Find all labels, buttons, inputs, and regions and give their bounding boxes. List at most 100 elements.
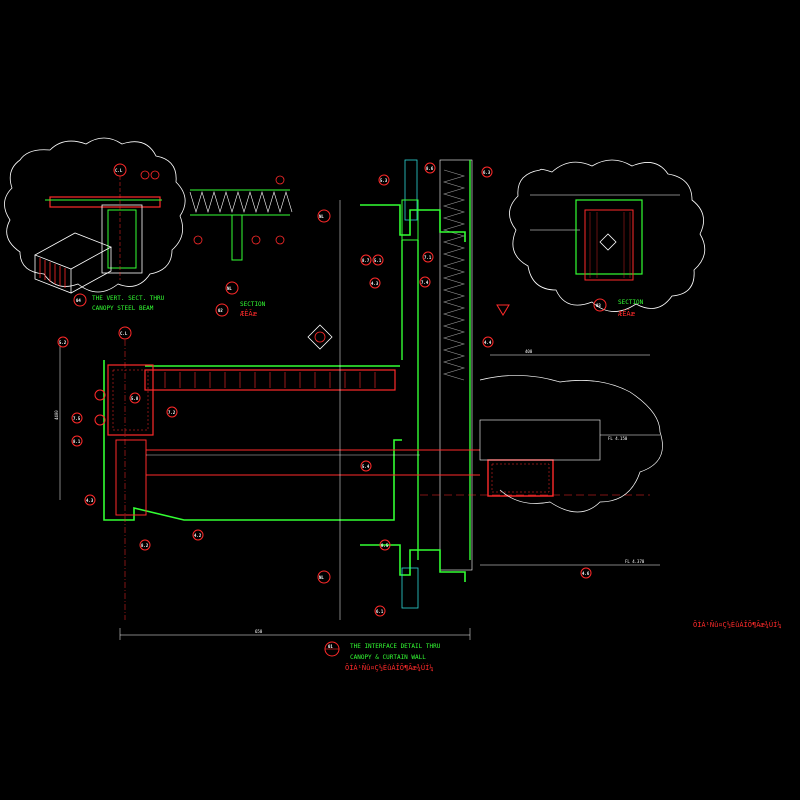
svg-text:7.5: 7.5 <box>73 416 81 421</box>
tag-4-5: 4.3 <box>84 494 96 506</box>
detail-04-title-bubble <box>73 293 87 307</box>
nl-marker-top-text: NL <box>319 214 324 219</box>
svg-text:4.4: 4.4 <box>484 340 492 345</box>
detail-04-title-line1: THE VERT. SECT. THRU <box>92 295 165 302</box>
detail-02-insulation <box>189 190 293 214</box>
detail-03-cloud-outline <box>509 159 706 312</box>
detail-02-nl-text: NL <box>227 286 232 291</box>
tag-7-4: 7.4 <box>419 276 431 288</box>
tag-5-1: 5.1 <box>372 254 384 266</box>
detail-03-title-bubble <box>593 298 607 312</box>
cl-marker-text: C.L <box>120 331 128 336</box>
dim-bottom-text: 650 <box>255 629 263 634</box>
svg-text:8.7: 8.7 <box>362 258 370 263</box>
tag-5-4: 5.4 <box>360 460 372 472</box>
detail-03-group: 03 SECTION ÆÊÃæ <box>509 159 706 318</box>
canopy-truss-beam <box>144 369 396 391</box>
tag-6-3: 6.3 <box>481 166 493 178</box>
svg-text:8.2: 8.2 <box>141 543 149 548</box>
detail-02-title: SECTION <box>240 301 266 308</box>
tag-8-2: 8.2 <box>139 539 151 551</box>
detail-02-title-num: 02 <box>218 308 223 313</box>
svg-text:8.1: 8.1 <box>73 439 81 444</box>
detail-03-title: SECTION <box>618 299 644 306</box>
detail-03-title-cn: ÆÊÃæ <box>618 309 636 318</box>
nl-marker-bottom-text: NL <box>319 575 324 580</box>
svg-text:6.1: 6.1 <box>376 609 384 614</box>
detail-04-title-line2: CANOPY STEEL BEAM <box>92 305 154 312</box>
elev2-text: FL 4.150 <box>608 436 628 441</box>
bolt-circle <box>94 389 106 401</box>
detail-03-frame <box>575 199 643 275</box>
tag-7-5: 7.5 <box>71 412 83 424</box>
nl-marker-bottom <box>317 570 331 584</box>
right-cloud-outline <box>479 375 663 513</box>
nl-marker-top <box>317 209 331 223</box>
detail-04-tag-circle <box>140 170 150 180</box>
bolt-circle <box>94 414 106 426</box>
section-arrow-marker <box>496 304 510 316</box>
sheet-caption-cn: ÕÌÁ¹Ñû¤Ç½ÈûÁÎÕ¶Ãæ¾ÚÍ¼ <box>693 620 782 629</box>
truss-cells <box>164 372 376 388</box>
tag-5-8: 5.8 <box>129 392 141 404</box>
detail-04-cloud-outline <box>4 137 186 293</box>
cl-marker <box>118 326 132 340</box>
svg-text:7.2: 7.2 <box>168 410 176 415</box>
detail-01-title-line2: CANOPY & CURTAIN WALL <box>350 654 426 661</box>
wall-panel <box>439 159 473 571</box>
tag-5-3: 5.3 <box>378 174 390 186</box>
tag-5-2: 5.2 <box>57 336 69 348</box>
svg-text:4.3: 4.3 <box>371 281 379 286</box>
dim-left-text: 4400 <box>54 410 59 420</box>
dim-ref-text: 400 <box>525 349 533 354</box>
tag-4-3: 4.3 <box>369 277 381 289</box>
detail-02-stud <box>231 214 243 261</box>
transom-upper <box>360 204 466 242</box>
detail-01-title-group: 01 THE INTERFACE DETAIL THRU CANOPY & CU… <box>324 641 441 672</box>
svg-text:4.6: 4.6 <box>582 571 590 576</box>
detail-01-group: 650 4400 400 FL 4.370 FL 4.150 C.L NL NL <box>54 159 663 640</box>
tag-8-6: 8.6 <box>424 162 436 174</box>
svg-text:6.3: 6.3 <box>483 170 491 175</box>
svg-text:5.8: 5.8 <box>131 396 139 401</box>
detail-04-iso-box <box>34 232 112 294</box>
detail-03-core <box>584 209 634 281</box>
detail-02-nl-marker <box>225 281 239 295</box>
detail-04-group: C.L 04 THE VERT. SECT. THRU CANOPY STEEL… <box>4 137 186 312</box>
elev-text: FL 4.370 <box>625 559 645 564</box>
mullion-top <box>404 159 418 221</box>
svg-text:8.6: 8.6 <box>426 166 434 171</box>
svg-text:7.4: 7.4 <box>421 280 429 285</box>
canopy-soffit-outline <box>103 360 402 521</box>
detail-04-beam-plate <box>49 196 161 208</box>
canopy-column <box>107 364 154 436</box>
bracket-box <box>487 459 554 497</box>
wall-insulation <box>442 169 466 381</box>
svg-text:5.4: 5.4 <box>362 464 370 469</box>
svg-text:5.2: 5.2 <box>59 340 67 345</box>
detail-04-cl-text: C.L <box>115 168 123 173</box>
detail-02-title-bubble <box>215 303 229 317</box>
detail-02-title-cn: ÆÊÃæ <box>240 309 258 318</box>
svg-text:7.1: 7.1 <box>424 255 432 260</box>
tag-4-4: 4.4 <box>482 336 494 348</box>
detail-04-column-inner <box>107 209 137 269</box>
transom-lower <box>360 544 466 582</box>
detail-04-title-num: 04 <box>76 298 81 303</box>
svg-text:4.2: 4.2 <box>194 533 202 538</box>
tag-8-7: 8.7 <box>360 254 372 266</box>
tag-6-1: 6.1 <box>374 605 386 617</box>
svg-text:5.1: 5.1 <box>374 258 382 263</box>
tag-4-6: 4.6 <box>580 567 592 579</box>
detail-01-title-cn: ÕÌÁ¹Ñû¤Ç½ÈûÁÎÕ¶Ãæ¾ÚÍ¼ <box>345 663 434 672</box>
svg-text:5.3: 5.3 <box>380 178 388 183</box>
tag-bubbles: 5.3 8.6 6.3 8.7 5.1 7.1 7.4 4.4 4.3 4.6 … <box>57 162 592 617</box>
detail-01-title-line1: THE INTERFACE DETAIL THRU <box>350 643 441 650</box>
detail-04-tag-circle <box>150 170 160 180</box>
svg-text:8.5: 8.5 <box>381 543 389 548</box>
tag-4-2: 4.2 <box>192 529 204 541</box>
tag-8-1: 8.1 <box>71 435 83 447</box>
svg-text:4.3: 4.3 <box>86 498 94 503</box>
tag-7-2: 7.2 <box>166 406 178 418</box>
